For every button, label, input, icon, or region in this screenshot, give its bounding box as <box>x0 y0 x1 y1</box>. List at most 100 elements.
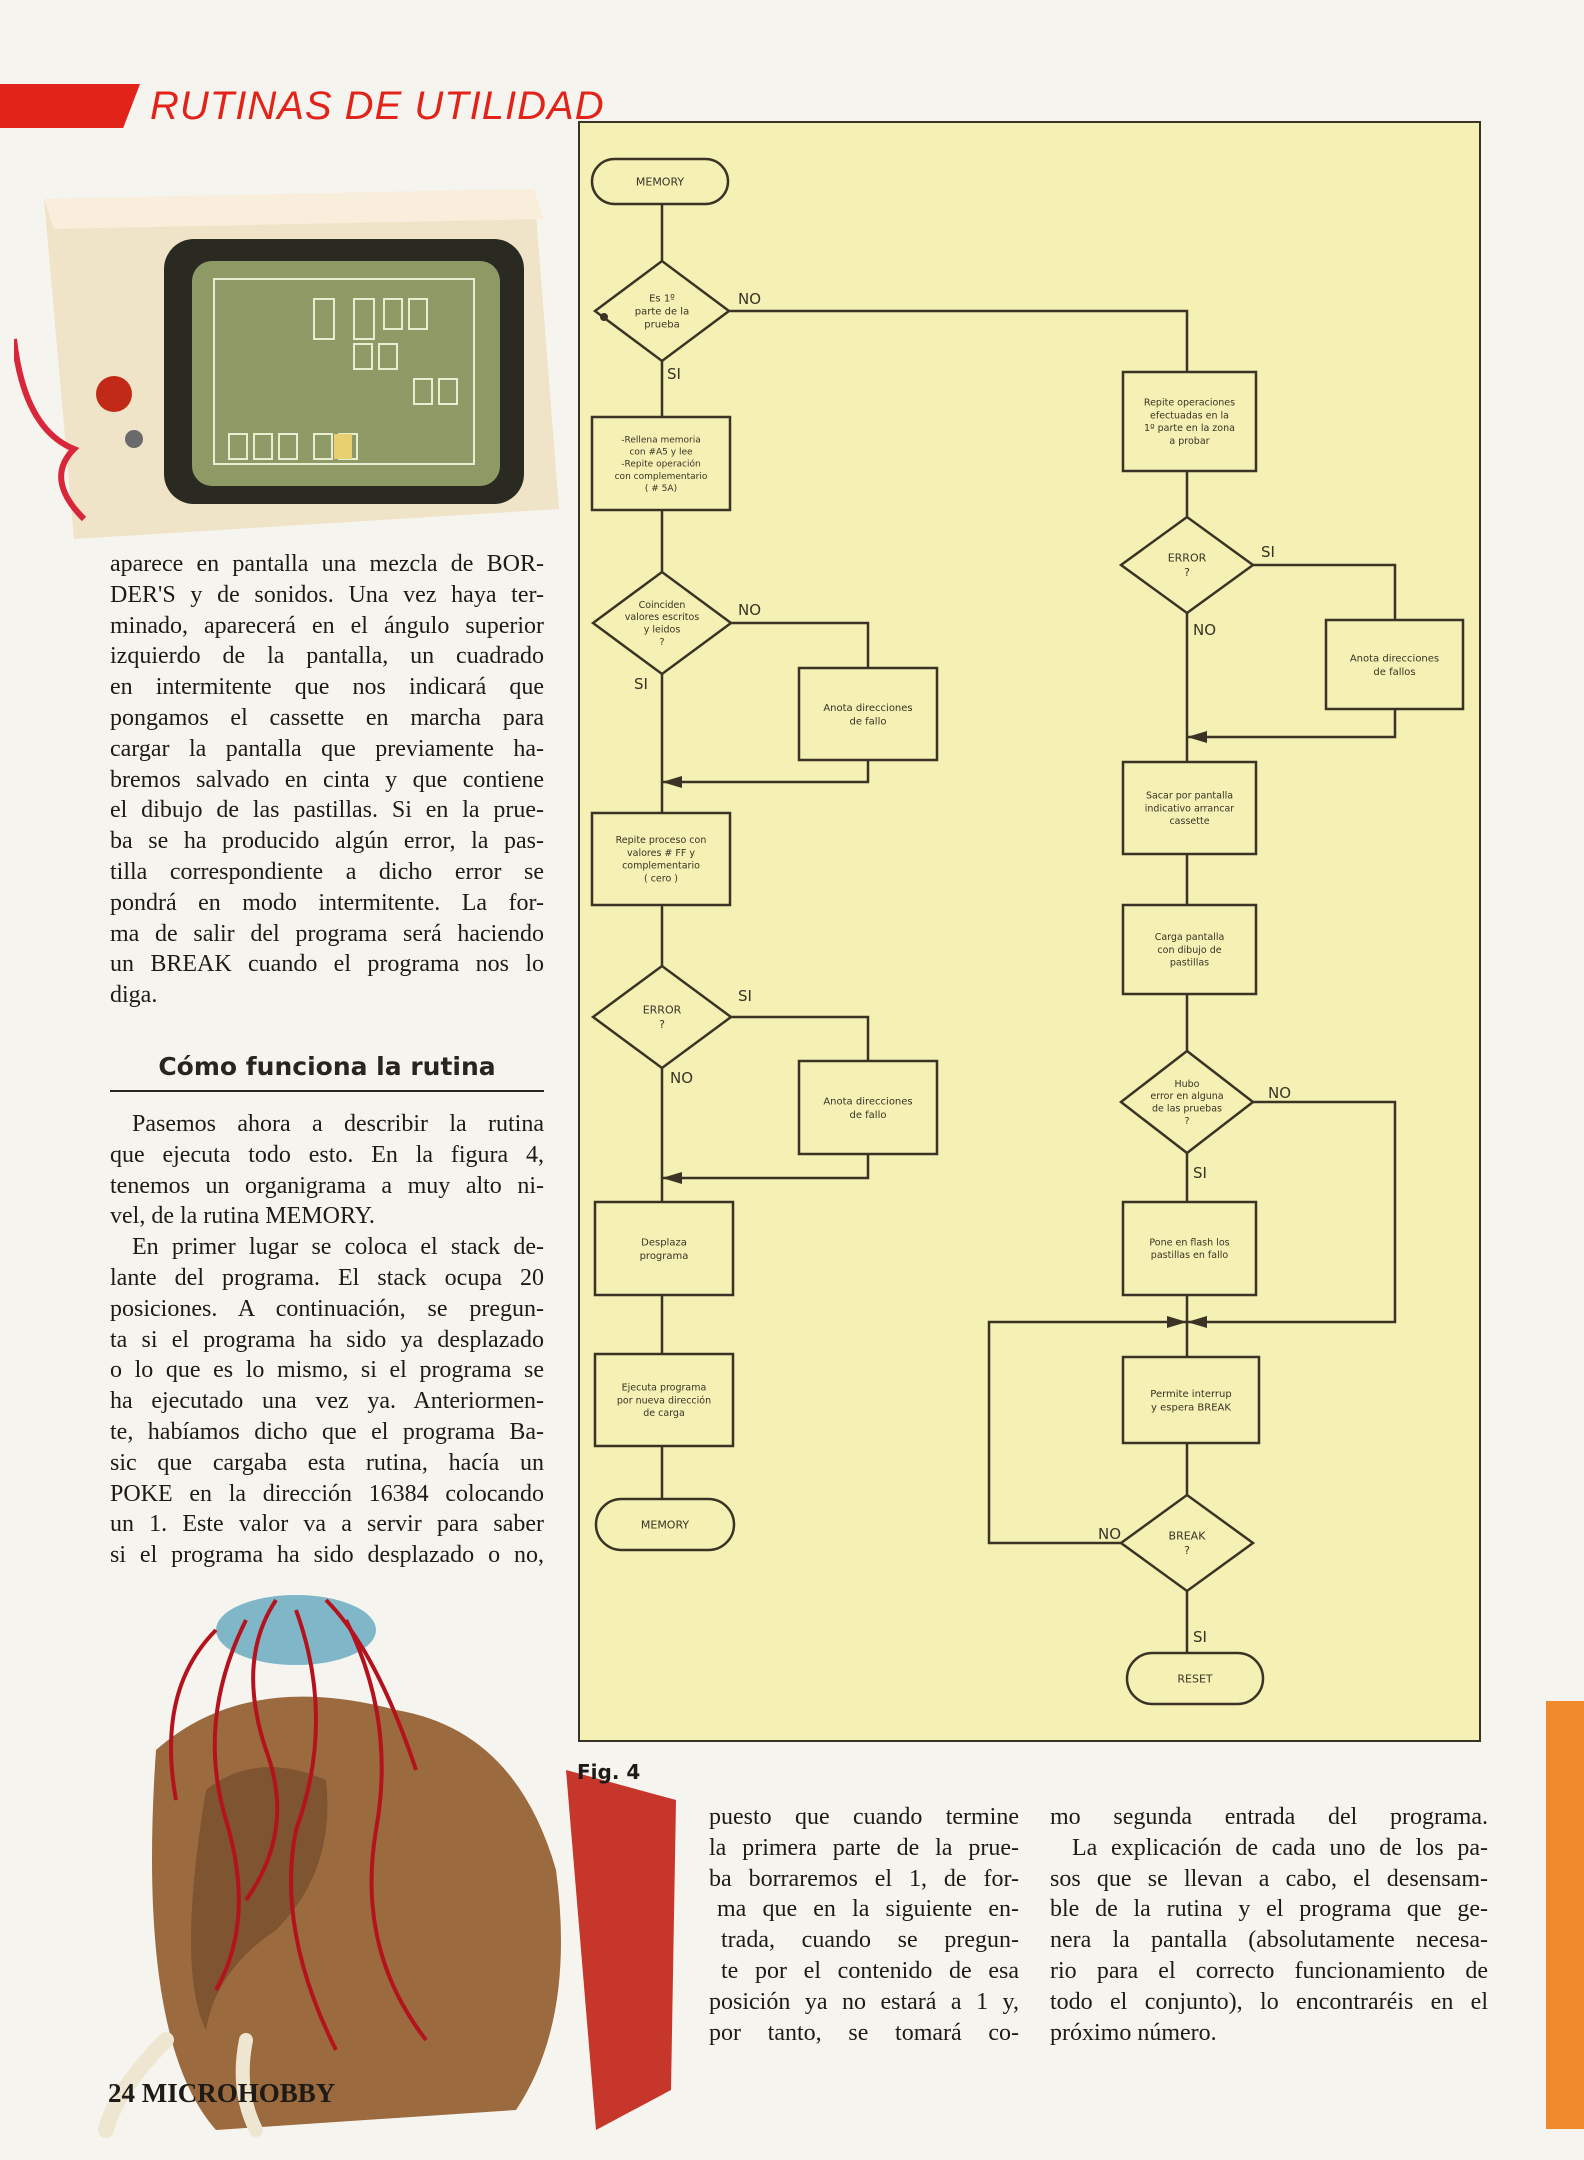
node-text: BREAK <box>1169 1530 1207 1543</box>
text-line: sic que cargaba esta rutina, hacía un <box>110 1449 544 1476</box>
magazine-name: MICROHOBBY <box>141 2078 336 2108</box>
node-text: Repite proceso con <box>616 835 707 846</box>
branch-label-yes: SI <box>1261 543 1275 561</box>
text-line: en intermitente que nos indicará que <box>110 674 544 701</box>
process-box-move_program <box>593 1200 735 1297</box>
text-line: trada, cuando se pregun- <box>721 1927 1019 1954</box>
branch-label-no: NO <box>738 290 761 308</box>
node-text: prueba <box>644 320 679 331</box>
node-text: con complementario <box>615 472 708 482</box>
text-line: tenemos un organigrama a muy alto ni- <box>110 1172 544 1199</box>
branch-label-yes: SI <box>1193 1628 1207 1646</box>
node-text: -Repite operación <box>621 459 700 470</box>
text-line: el dibujo de las pastillas. Si en la pru… <box>110 797 544 824</box>
text-line: ma que en la siguiente en- <box>717 1896 1019 1923</box>
text-line: por tanto, se tomará co- <box>709 2019 1019 2046</box>
node-text: MEMORY <box>641 1518 690 1531</box>
node-text: Carga pantalla <box>1155 932 1225 943</box>
node-text: indicativo arrancar <box>1145 803 1235 814</box>
text-line: próximo número. <box>1050 2019 1217 2046</box>
terminal-end_memory <box>594 1497 736 1552</box>
branch-label-yes: SI <box>1193 1164 1207 1182</box>
node-text: parte de la <box>635 307 689 318</box>
arrow-head <box>1187 731 1207 743</box>
text-line: todo el conjunto), lo encontraréis en el <box>1050 1988 1488 2015</box>
node-text: Pone en flash los <box>1149 1237 1229 1248</box>
node-text: efectuadas en la <box>1150 410 1229 421</box>
text-line: DER'S y de sonidos. Una vez haya ter- <box>110 581 544 608</box>
branch-label-no: NO <box>1193 621 1216 639</box>
node-text: y leidos <box>644 625 681 636</box>
text-line: pondrá en modo intermitente. La for- <box>110 889 544 916</box>
connector-line <box>1253 563 1397 620</box>
decision-q_error_1 <box>590 964 734 1070</box>
node-text: Anota direcciones <box>1350 653 1439 664</box>
text-line: cargar la pantalla que previamente ha- <box>110 735 544 762</box>
text-line: ba borraremos el 1, de for- <box>709 1865 1019 1892</box>
paragraph-1: aparece en pantalla una mezcla de BOR- DE… <box>110 549 544 1011</box>
branch-label-no: NO <box>738 601 761 619</box>
node-text: valores escritos <box>625 612 700 623</box>
text-line: diga. <box>110 982 158 1009</box>
node-text: Desplaza <box>641 1237 687 1248</box>
text-line: te por el contenido de esa <box>721 1957 1019 1984</box>
process-box-note_fail_2 <box>797 1059 939 1156</box>
node-text: valores # FF y <box>627 848 695 859</box>
section-title: RUTINAS DE UTILIDAD <box>150 84 605 128</box>
node-text: por nueva dirección <box>617 1395 711 1406</box>
text-line: POKE en la dirección 16384 colocando <box>110 1480 544 1507</box>
elephant-illustration <box>98 1595 676 2138</box>
text-line: un BREAK cuando el programa nos lo <box>110 951 544 978</box>
text-line: mo segunda entrada del programa. <box>1050 1804 1488 1830</box>
node-text: Sacar por pantalla <box>1146 791 1233 802</box>
text-line: puesto que cuando termine <box>709 1804 1019 1830</box>
node-text: ? <box>1184 566 1190 579</box>
node-text: y espera BREAK <box>1151 1402 1231 1413</box>
branch-label-no: NO <box>1268 1084 1291 1102</box>
text-line: ba se ha producido algún error, la pas- <box>110 828 544 855</box>
arrow-head <box>1167 1316 1187 1328</box>
process-box-allow_interrupt <box>1121 1355 1261 1445</box>
node-text: de carga <box>643 1408 685 1419</box>
node-text: ? <box>659 1018 665 1031</box>
branch-label-yes: SI <box>667 365 681 383</box>
text-line: lante del programa. El stack ocupa 20 <box>110 1264 544 1291</box>
page-footer: 24 MICROHOBBY <box>108 2078 335 2109</box>
page-edge-tab <box>1546 1701 1584 2129</box>
process-box-repeat_ops <box>1121 370 1258 473</box>
branch-label-yes: SI <box>634 675 648 693</box>
node-text: cassette <box>1169 816 1209 827</box>
node-text: ERROR <box>1168 552 1207 565</box>
node-text: programa <box>640 1251 689 1262</box>
node-text: 1º parte en la zona <box>1144 423 1235 434</box>
node-text: RESET <box>1177 1672 1213 1685</box>
text-line: que ejecuta todo esto. En la figura 4, <box>110 1141 544 1168</box>
page-number: 24 <box>108 2078 135 2108</box>
node-text: -Rellena memoria <box>621 435 701 445</box>
text-line: sos que se llevan a cabo, el desensam- <box>1050 1865 1488 1892</box>
node-text: ? <box>1184 1116 1189 1127</box>
connector-line <box>662 1154 870 1180</box>
paragraph-4: mo segunda entrada del programa.La expli… <box>1050 1802 1488 2048</box>
node-text: ? <box>1184 1544 1190 1557</box>
branch-label-no: NO <box>670 1069 693 1087</box>
decision-q_match <box>590 570 734 676</box>
connector-line <box>662 760 870 784</box>
decision-q_break <box>1118 1493 1256 1593</box>
decision-q_any_error <box>1118 1049 1256 1155</box>
branch-label-no: NO <box>1098 1525 1121 1543</box>
node-text: con #A5 y lee <box>629 448 693 458</box>
node-text: de las pruebas <box>1152 1104 1222 1115</box>
text-line: pongamos el cassette en marcha para <box>110 704 544 731</box>
heading-underline <box>110 1090 544 1092</box>
text-line: aparece en pantalla una mezcla de BOR- <box>110 551 544 577</box>
node-text: con dibujo de <box>1157 945 1221 956</box>
arrow-head <box>1187 1316 1207 1328</box>
node-text: Hubo <box>1174 1079 1199 1090</box>
node-text: MEMORY <box>636 175 685 188</box>
connector-line <box>1187 1100 1397 1324</box>
process-box-repeat_ff <box>590 811 732 907</box>
process-box-run_program <box>593 1352 735 1448</box>
text-line: ma de salir del programa será haciendo <box>110 920 544 947</box>
